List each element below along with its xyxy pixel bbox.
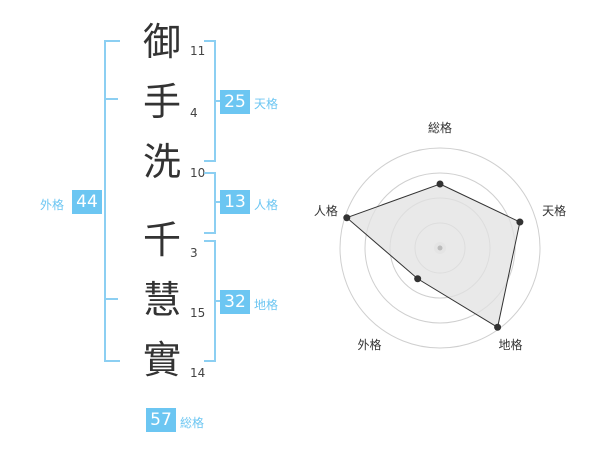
bracket-tick [104, 298, 118, 300]
jinkaku-bracket [204, 172, 216, 234]
gaikaku-value: 44 [72, 190, 102, 214]
gaikaku-label: 外格 [40, 198, 65, 212]
radar-axis-label: 地格 [499, 337, 523, 352]
gaikaku-bracket [104, 40, 120, 362]
radar-axis-label: 総格 [428, 120, 452, 135]
stroke-count-5: 15 [190, 306, 206, 320]
name-char-2: 手 [142, 80, 181, 124]
radar-center-dot [437, 245, 443, 251]
radar-point [494, 323, 502, 331]
stroke-count-3: 10 [190, 166, 206, 180]
name-char-3: 洗 [142, 140, 181, 184]
jinkaku-value: 13 [220, 190, 250, 214]
bracket-tick [104, 98, 118, 100]
chikaku-value: 32 [220, 290, 250, 314]
name-char-5: 慧 [142, 278, 181, 322]
radar-ring [364, 172, 516, 324]
radar-axis-label: 人格 [314, 203, 338, 218]
soukaku-label: 総格 [180, 416, 205, 430]
soukaku-value: 57 [146, 408, 176, 432]
radar-point [436, 180, 444, 188]
tenkaku-label: 天格 [254, 97, 279, 111]
radar-ring [339, 147, 541, 349]
name-char-4: 千 [142, 218, 181, 262]
bracket-tick [214, 201, 220, 203]
name-char-6: 實 [142, 338, 181, 382]
radar-point [516, 218, 524, 226]
name-char-1: 御 [142, 20, 181, 64]
chikaku-label: 地格 [254, 298, 279, 312]
bracket-tick [214, 100, 220, 102]
stroke-count-1: 11 [190, 44, 206, 58]
bracket-tick [214, 300, 220, 302]
stroke-count-6: 14 [190, 366, 206, 380]
radar-axis-label: 外格 [357, 337, 381, 352]
jinkaku-label: 人格 [254, 198, 279, 212]
stroke-count-2: 4 [190, 106, 198, 120]
radar-point [414, 275, 422, 283]
radar-point [343, 214, 351, 222]
radar-axis-label: 天格 [542, 203, 566, 218]
radar-area [345, 183, 521, 329]
tenkaku-value: 25 [220, 90, 250, 114]
stroke-count-4: 3 [190, 246, 198, 260]
